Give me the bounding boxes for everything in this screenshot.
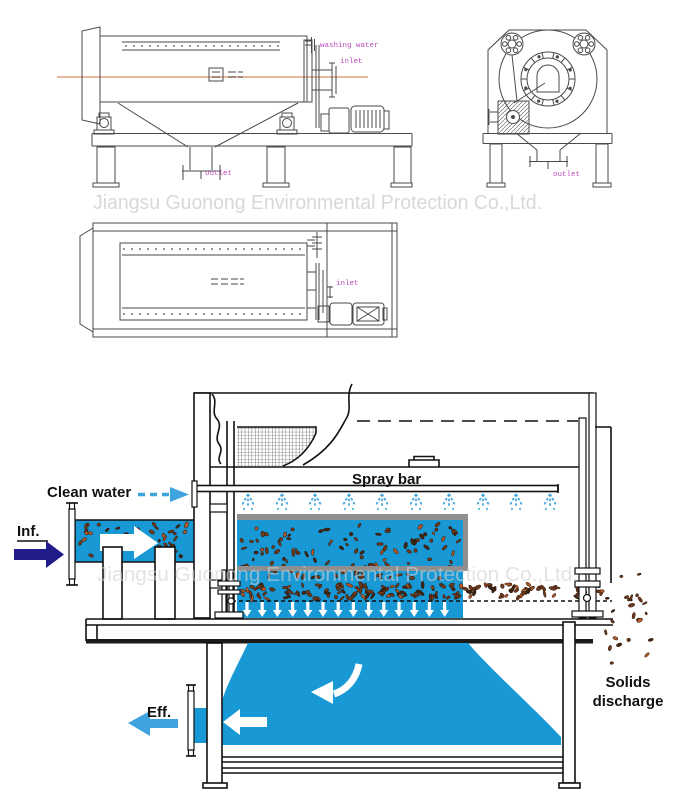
side-inlet-label: inlet [340, 58, 363, 66]
spray-bar-label: Spray bar [352, 471, 421, 488]
watermark-top: Jiangsu Guonong Environmental Protection… [93, 192, 542, 214]
perforation-dots [125, 45, 279, 47]
clean-water-arrow [138, 487, 189, 502]
influent-arrow [14, 541, 64, 568]
flow-left-arrow [223, 709, 267, 735]
end-outlet-label: outlet [553, 171, 580, 179]
right-end-wall [571, 392, 604, 619]
plan-inlet-label: inlet [336, 280, 359, 288]
watermark-bottom: Jiangsu Guonong Environmental Protection… [97, 564, 578, 586]
solids-discharge-label-2: discharge [593, 693, 664, 710]
effluent-flange [186, 684, 196, 757]
ring-ticks [521, 52, 575, 106]
discharged-solids [604, 572, 654, 665]
washing-water-label: washing water [320, 42, 379, 50]
effluent-tank-water [222, 643, 561, 745]
plan-perforation-dots [123, 248, 301, 315]
spray-nozzles [240, 493, 558, 510]
side-view-drawing: outlet washing water inlet [57, 26, 413, 188]
clean-water-label: Clean water [47, 484, 131, 501]
influent-label: Inf. [17, 523, 40, 540]
left-trunnion-bracket [214, 569, 244, 619]
drum-inlet-mesh [237, 427, 316, 466]
trunnion-wheels [500, 32, 596, 56]
process-schematic: Spray bar Clean water Inf. [14, 383, 664, 789]
side-outlet-label: outlet [205, 170, 232, 178]
plan-view-drawing: inlet [79, 222, 398, 338]
solids-discharge-label-1: Solids [605, 674, 650, 691]
end-view-drawing: outlet [482, 29, 613, 188]
influent-flange [66, 502, 78, 586]
filtrate-down-arrows [242, 602, 450, 617]
effluent-label: Eff. [147, 704, 171, 721]
effluent-arrow [128, 711, 178, 736]
recirculation-curved-arrow [311, 663, 363, 704]
screen-solids-band [240, 581, 605, 603]
